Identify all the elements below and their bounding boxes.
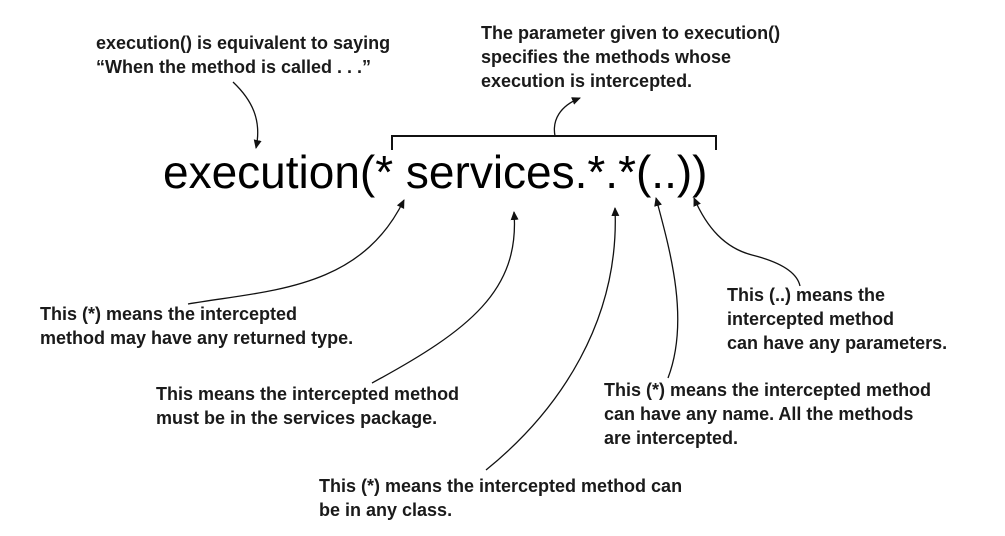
note-line: execution() is equivalent to saying — [96, 33, 391, 53]
note-line: be in any class. — [319, 500, 453, 520]
note-return-type: This (*) means the intercepted method ma… — [40, 302, 353, 350]
return-type-arrow — [187, 199, 405, 305]
note-parameter: The parameter given to execution() speci… — [481, 21, 780, 93]
note-parameters: This (..) means the intercepted method c… — [727, 283, 947, 355]
note-line: execution is intercepted. — [481, 71, 693, 91]
note-class: This (*) means the intercepted method ca… — [319, 474, 682, 522]
note-line: This (..) means the — [727, 285, 886, 305]
note-line: can have any name. All the methods — [604, 404, 914, 424]
note-package: This means the intercepted method must b… — [156, 382, 459, 430]
note-execution: execution() is equivalent to saying “Whe… — [96, 31, 390, 79]
package-arrow — [371, 211, 519, 384]
bracket-arrow — [553, 97, 581, 137]
note-line: This means the intercepted method — [156, 384, 460, 404]
note-line: The parameter given to execution() — [481, 23, 781, 43]
note-line: are intercepted. — [604, 428, 739, 448]
parameters-arrow — [693, 197, 801, 287]
class-arrow — [485, 207, 620, 471]
note-line: method may have any returned type. — [40, 328, 354, 348]
note-line: This (*) means the intercepted — [40, 304, 298, 324]
note-line: “When the method is called . . .” — [96, 57, 372, 77]
method-name-arrow — [654, 197, 679, 379]
pointcut-expression: execution(* services.*.*(..)) — [163, 146, 708, 198]
note-line: must be in the services package. — [156, 408, 438, 428]
note-method-name: This (*) means the intercepted method ca… — [604, 378, 931, 450]
execution-arrow — [232, 81, 262, 149]
note-line: can have any parameters. — [727, 333, 948, 353]
note-line: intercepted method — [727, 309, 895, 329]
note-line: This (*) means the intercepted method ca… — [319, 476, 683, 496]
note-line: This (*) means the intercepted method — [604, 380, 932, 400]
note-line: specifies the methods whose — [481, 47, 732, 67]
